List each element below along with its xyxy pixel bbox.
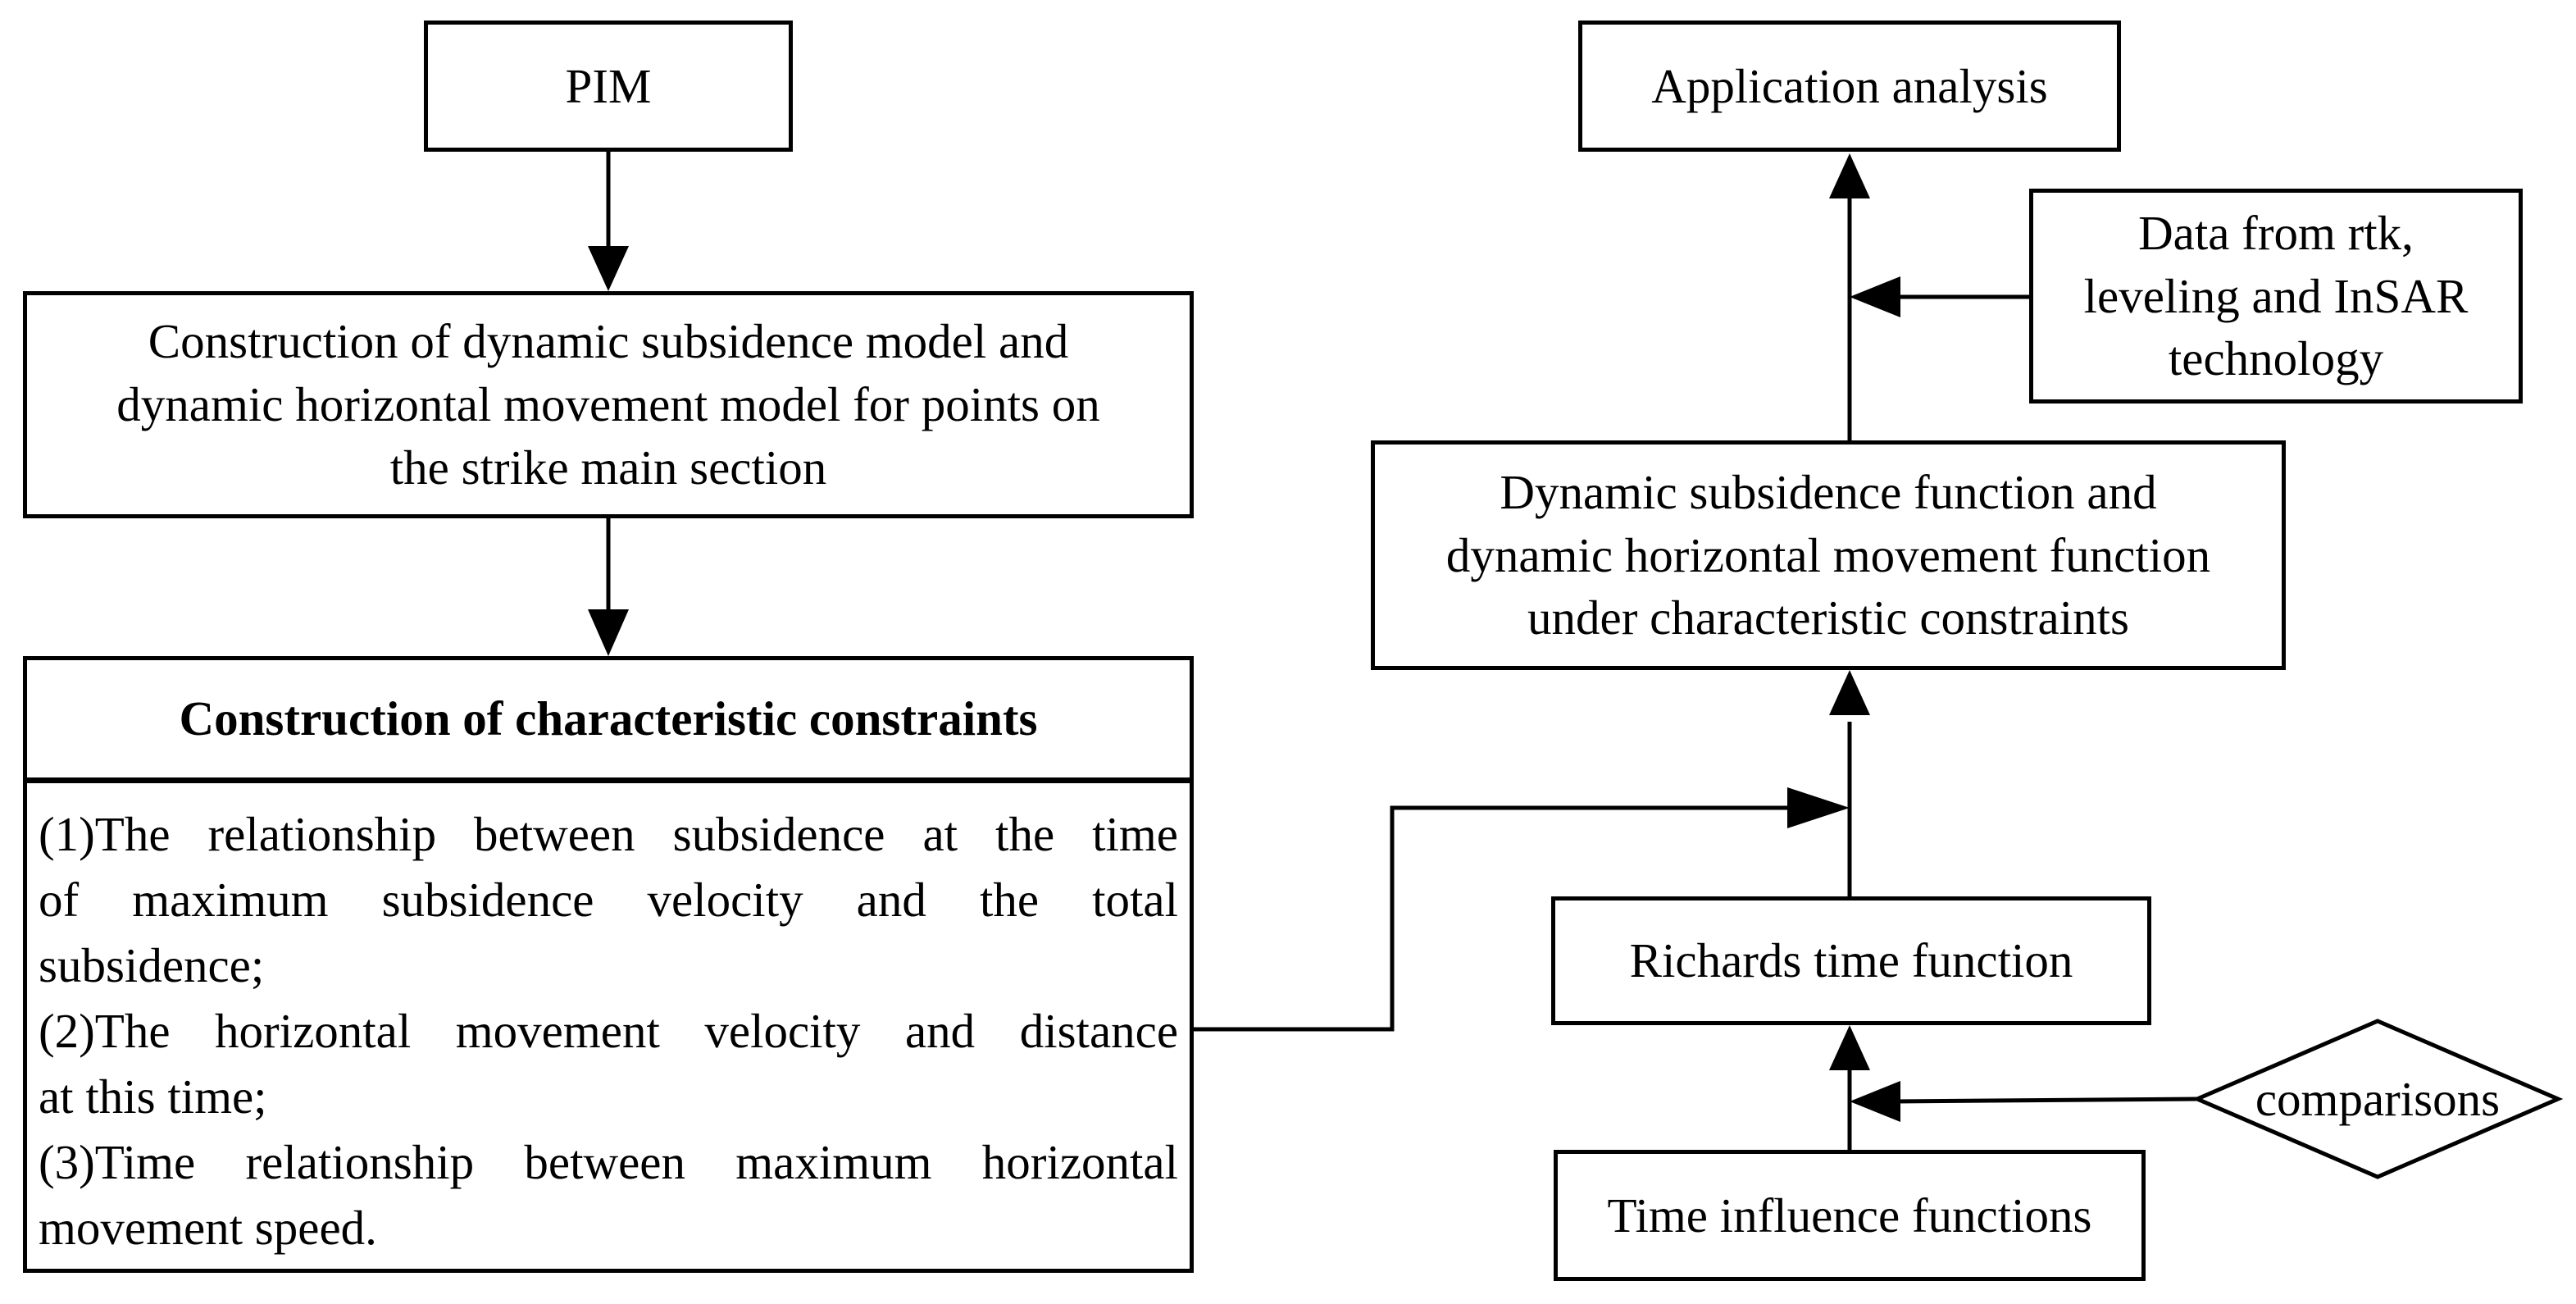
data-sources-label: Data from rtk, leveling and InSAR techno… (2068, 202, 2485, 390)
constraint-line: subsidence; (39, 938, 265, 992)
dynamic-function-line: under characteristic constraints (1527, 590, 2129, 645)
comparisons-diamond (2191, 1019, 2564, 1179)
constraint-line: (3)Time relationship between maximum hor… (39, 1135, 1178, 1189)
richards-box: Richards time function (1551, 896, 2151, 1025)
time-influence-box: Time influence functions (1554, 1150, 2146, 1281)
application-box: Application analysis (1578, 21, 2121, 152)
constraint-line: (2)The horizontal movement velocity and … (39, 1004, 1178, 1058)
constraint-line: movement speed. (39, 1201, 377, 1255)
construction-model-line: the strike main section (389, 440, 827, 495)
arrowhead-comparisons (1850, 1081, 1900, 1122)
constraint-line: (1)The relationship between subsidence a… (39, 807, 1178, 861)
data-sources-line: Data from rtk, (2138, 205, 2414, 260)
connector-comparisons-to-spine (1893, 1097, 2198, 1104)
application-label: Application analysis (1651, 58, 2048, 113)
constraint-line: of maximum subsidence velocity and the t… (39, 873, 1178, 927)
arrowhead-spine (1787, 787, 1850, 828)
data-sources-box: Data from rtk, leveling and InSAR techno… (2029, 189, 2523, 404)
constraint-line: at this time; (39, 1069, 267, 1124)
constraints-title: Construction of characteristic constrain… (27, 660, 1190, 783)
construction-model-box: Construction of dynamic subsidence model… (23, 291, 1194, 518)
dynamic-function-line: dynamic horizontal movement function (1445, 527, 2211, 582)
dynamic-function-box: Dynamic subsidence function and dynamic … (1371, 440, 2286, 670)
constraints-list: (1)The relationship between subsidence a… (39, 801, 1178, 1261)
arrowhead-model (588, 246, 629, 291)
arrowhead-constraints (588, 609, 629, 656)
arrowhead-function (1829, 670, 1870, 715)
arrowhead-data (1850, 276, 1900, 317)
arrowhead-application (1829, 153, 1870, 198)
richards-label: Richards time function (1629, 933, 2073, 988)
constraints-box: Construction of characteristic constrain… (23, 656, 1194, 1273)
arrowhead-richards (1829, 1025, 1870, 1070)
comparisons-label: comparisons (2255, 1071, 2501, 1126)
connector-constraints-to-spine (1194, 805, 1794, 1032)
data-sources-line: technology (2168, 331, 2384, 386)
construction-model-line: Construction of dynamic subsidence model… (148, 314, 1069, 369)
construction-model-label: Construction of dynamic subsidence model… (100, 310, 1116, 499)
pim-box: PIM (424, 21, 793, 152)
data-sources-line: leveling and InSAR (2083, 268, 2469, 323)
construction-model-line: dynamic horizontal movement model for po… (116, 377, 1100, 432)
pim-label: PIM (565, 58, 652, 113)
dynamic-function-line: Dynamic subsidence function and (1500, 464, 2157, 519)
time-influence-label: Time influence functions (1607, 1188, 2092, 1242)
dynamic-function-label: Dynamic subsidence function and dynamic … (1430, 461, 2227, 650)
